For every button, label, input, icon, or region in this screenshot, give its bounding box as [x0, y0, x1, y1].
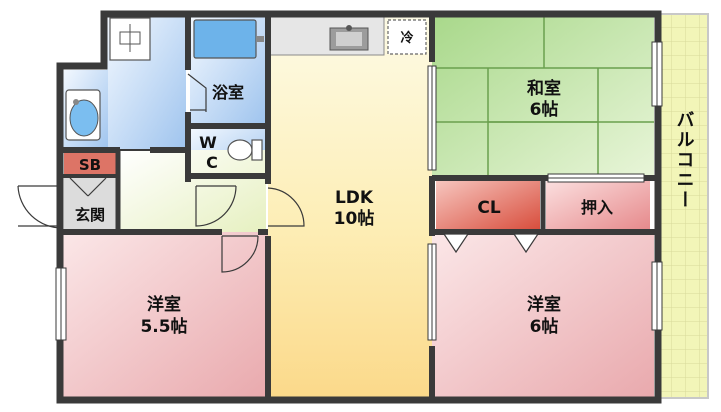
wc-label-w: W	[199, 133, 217, 152]
sb-area	[64, 153, 116, 175]
ldk-label: LDK	[335, 188, 374, 208]
hall-area	[120, 150, 266, 232]
closet-label: CL	[477, 198, 500, 218]
doors	[17, 73, 540, 273]
ldk-size: 10帖	[334, 208, 375, 229]
walls	[56, 10, 662, 404]
washitsu-area	[432, 14, 654, 176]
sink-icon	[329, 25, 369, 51]
fridge-label: 冷	[400, 30, 413, 46]
closet-area	[436, 180, 540, 230]
balcony-label: バルコニー	[674, 110, 695, 210]
tatami-lines	[432, 14, 654, 176]
toilet-icon	[227, 139, 263, 161]
oshiire-area	[546, 180, 650, 230]
sb-label: SB	[79, 156, 101, 174]
wc-label-c: C	[206, 153, 218, 172]
western-right-size: 6帖	[530, 316, 559, 337]
western-left-size: 5.5帖	[140, 316, 187, 337]
ldk-area	[268, 14, 432, 398]
western-left-area	[62, 232, 268, 398]
oshiire-label: 押入	[581, 198, 613, 217]
entrance-area	[64, 177, 116, 230]
washbasin-icon	[65, 89, 101, 141]
fixtures	[65, 17, 369, 161]
entrance-label: 玄関	[75, 206, 105, 224]
washitsu-size: 6帖	[530, 99, 559, 120]
western-right-area	[432, 232, 654, 398]
bathtub-icon	[193, 19, 257, 59]
balcony-area	[657, 13, 709, 399]
washing-machine-icon	[109, 17, 151, 61]
western-left-label: 洋室	[147, 294, 181, 315]
fridge-space	[387, 19, 427, 55]
windows	[55, 41, 663, 341]
washitsu-label: 和室	[527, 78, 561, 99]
western-right-label: 洋室	[527, 294, 561, 315]
bath-label: 浴室	[212, 83, 244, 102]
